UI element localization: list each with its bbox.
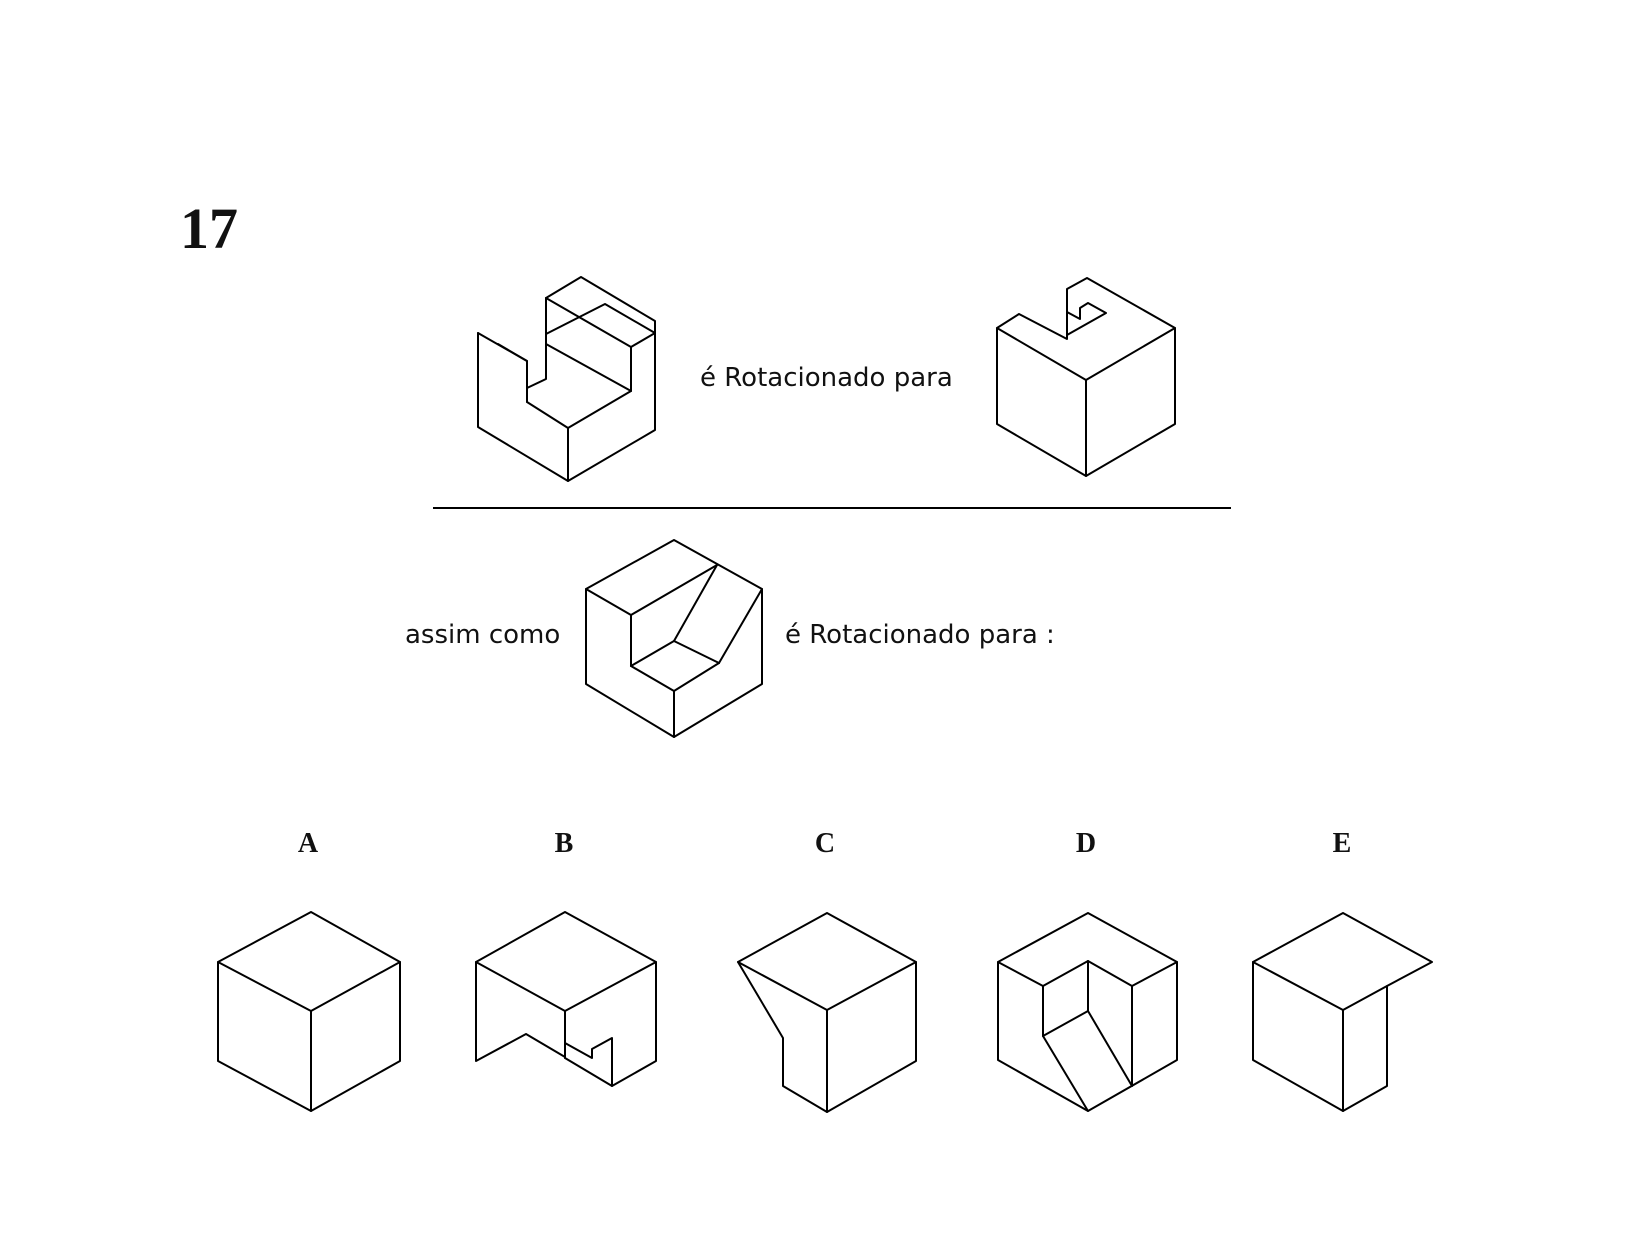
question-number: 17 [180,196,238,261]
option-d-shape[interactable] [995,910,1185,1112]
option-c-shape[interactable] [733,910,923,1113]
comparison-phrase: assim como [405,620,561,650]
option-label-e[interactable]: E [1332,828,1352,859]
rotation-phrase-1: é Rotacionado para [700,363,953,393]
section-divider [433,507,1231,509]
option-label-c[interactable]: C [814,828,836,859]
option-label-b[interactable]: B [554,828,574,859]
option-e-shape[interactable] [1250,910,1440,1112]
option-label-d[interactable]: D [1075,828,1097,859]
option-label-a[interactable]: A [297,828,319,859]
rotation-phrase-2: é Rotacionado para : [785,620,1055,650]
option-a-shape[interactable] [215,910,405,1112]
example-rotated-shape [996,277,1176,477]
option-b-shape[interactable] [473,910,663,1110]
query-shape [585,539,763,738]
example-original-shape [477,276,656,482]
